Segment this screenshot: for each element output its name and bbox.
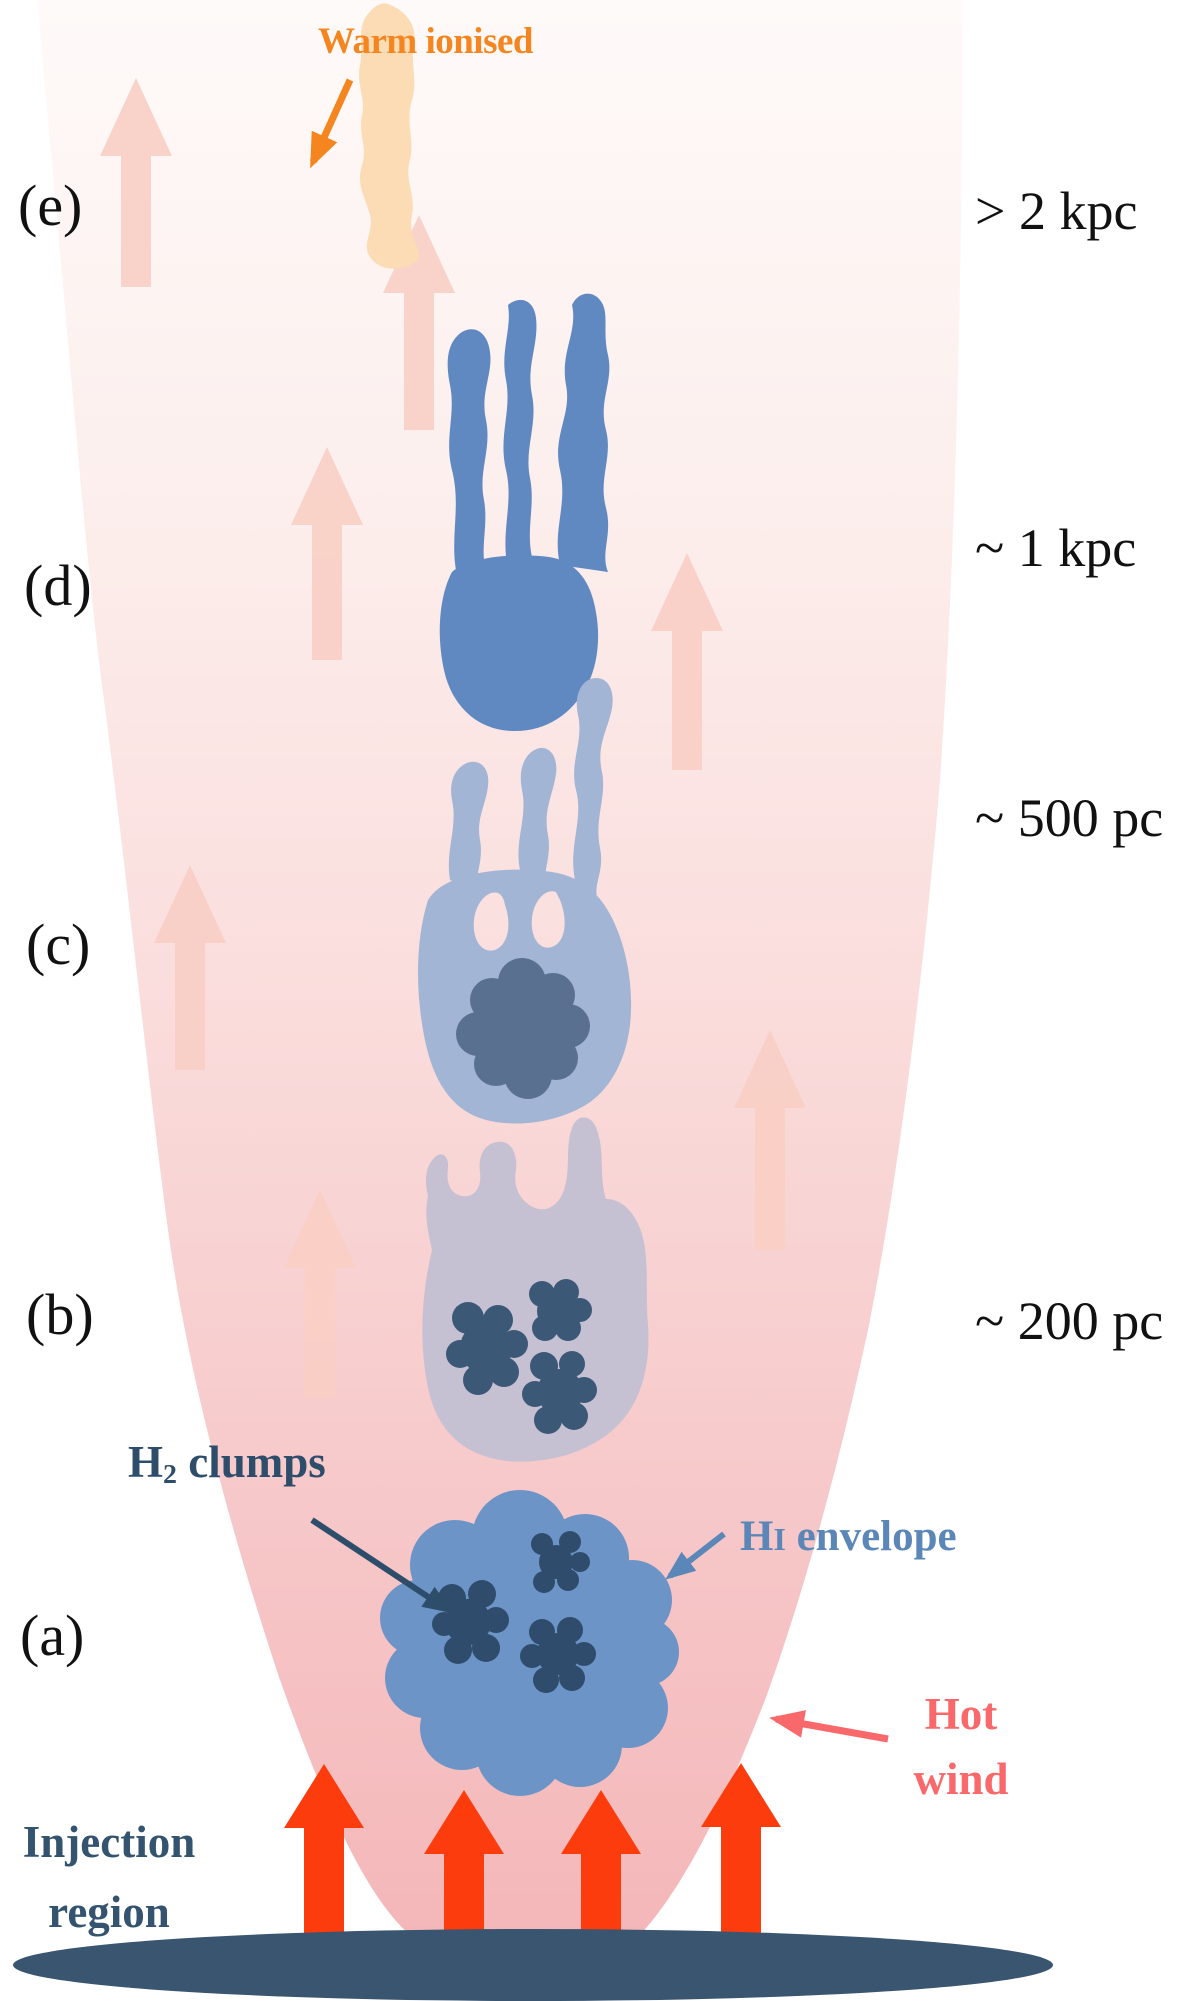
h2-clump: [522, 1351, 597, 1434]
h2-clump: [520, 1617, 596, 1693]
h2-word: clumps: [176, 1437, 326, 1487]
stage-label-a: (a): [20, 1603, 85, 1668]
h2-clump: [456, 958, 590, 1099]
warm-ionised-cloud: [359, 3, 420, 269]
wind-flow-arrows: [100, 78, 806, 1398]
up-arrow-icon: [383, 215, 455, 430]
injection-region-label: Injection region: [0, 1808, 218, 1948]
h2-subscript: 2: [163, 1459, 177, 1491]
injection-arrows: [284, 1763, 781, 1950]
hot-wind-label: Hot wind: [876, 1682, 1046, 1813]
up-arrow-icon: [734, 1030, 806, 1250]
h2-clump: [446, 1302, 528, 1395]
stage-a-cloud: [380, 1490, 679, 1796]
up-arrow-icon: [701, 1763, 781, 1945]
stage-label-b: (b): [26, 1282, 94, 1347]
up-arrow-icon: [284, 1764, 364, 1945]
cloud-filament: [447, 329, 491, 580]
distance-label-2kpc: > 2 kpc: [975, 181, 1138, 241]
stage-b-cloud: [422, 1117, 649, 1462]
hi-word: envelope: [785, 1513, 957, 1560]
up-arrow-icon: [291, 447, 363, 660]
h2-clumps-pointer: [310, 1517, 454, 1614]
h2-clump: [529, 1279, 592, 1341]
stage-d-cloud: [439, 293, 610, 732]
injection-line1: Injection: [22, 1817, 196, 1867]
cloud-filament: [503, 299, 537, 570]
hi-symbol: H: [740, 1513, 774, 1560]
cloud-body: [439, 555, 599, 732]
up-arrow-icon: [154, 865, 226, 1070]
galactic-disk: [13, 1929, 1053, 2001]
distance-label-500pc: ~ 500 pc: [975, 788, 1164, 848]
hot-wind-line2: wind: [913, 1754, 1009, 1805]
distance-label-200pc: ~ 200 pc: [975, 1291, 1164, 1351]
up-arrow-icon: [424, 1790, 504, 1950]
cloud-filament: [573, 678, 613, 900]
injection-line2: region: [48, 1886, 170, 1937]
up-arrow-icon: [100, 78, 172, 287]
hi-envelope-pointer: [665, 1531, 726, 1580]
cloud-filament: [448, 761, 489, 890]
cloud-filament: [557, 293, 610, 572]
hot-wind-pointer: [769, 1710, 889, 1743]
up-arrow-icon: [284, 1190, 356, 1398]
cloud-filament: [518, 747, 557, 885]
up-arrow-icon: [651, 553, 723, 770]
stage-c-cloud: [418, 678, 632, 1124]
stage-label-c: (c): [26, 912, 91, 977]
up-arrow-icon: [561, 1790, 641, 1950]
stage-label-d: (d): [24, 553, 92, 618]
h2-clumps-label: H2 clumps: [128, 1436, 326, 1491]
hi-smallcap: I: [773, 1522, 786, 1557]
stage-label-e: (e): [18, 173, 83, 238]
distance-label-1kpc: ~ 1 kpc: [975, 518, 1137, 578]
h2-clump: [531, 1531, 590, 1593]
hot-wind-line1: Hot: [924, 1689, 998, 1739]
hi-envelope-label: HI envelope: [740, 1512, 957, 1561]
warm-ionised-pointer: [309, 78, 354, 169]
warm-ionised-label: Warm ionised: [318, 21, 534, 62]
h2-symbol: H: [128, 1437, 164, 1487]
